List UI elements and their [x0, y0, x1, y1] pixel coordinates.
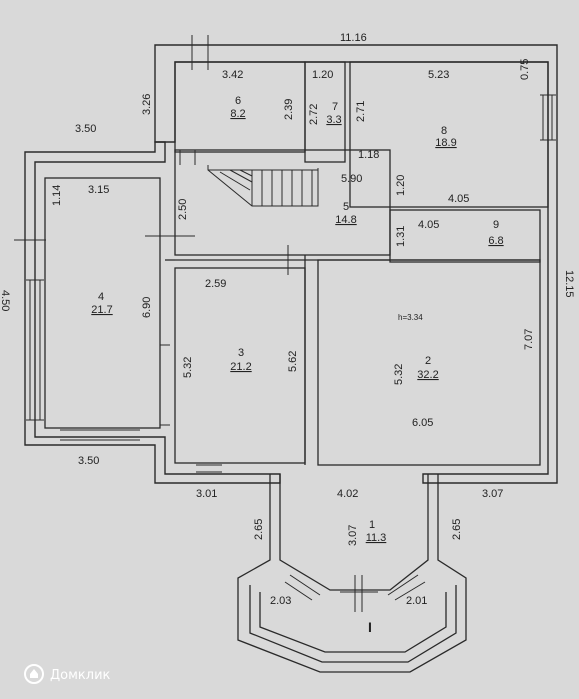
dim-r1-left: 2.65	[253, 519, 265, 540]
room-2-area: 32.2	[417, 369, 438, 381]
dim-bay-right: 2.01	[406, 595, 427, 607]
dim-right: 12.15	[563, 270, 575, 298]
room-3-area: 21.2	[230, 361, 251, 373]
porch-walls	[237, 474, 467, 673]
dim-r8-w: 5.23	[428, 69, 449, 81]
room-9-area: 6.8	[488, 235, 503, 247]
dim-r5-d2: 1.20	[395, 175, 407, 196]
dim-top: 11.16	[340, 32, 367, 44]
dim-r2-h1: 5.32	[393, 364, 405, 385]
dim-bot-right: 3.07	[482, 488, 503, 500]
room-6-no: 6	[235, 95, 241, 107]
dim-r8-side: 0.75	[519, 59, 531, 80]
watermark-text: Домклик	[50, 668, 111, 683]
room-2-no: 2	[425, 355, 431, 367]
dim-r9-w2: 4.05	[418, 219, 439, 231]
room-1-no: 1	[369, 519, 375, 531]
room-4-walls	[44, 177, 161, 429]
dim-r3-w: 2.59	[205, 278, 226, 290]
watermark: Домклик	[24, 664, 111, 684]
dim-r3-h2: 5.62	[287, 351, 299, 372]
room-labels: 6 8.2 7 3.3 8 18.9 5 14.8 9 6.8 4 21.7 3…	[91, 95, 503, 635]
porch-windows	[284, 574, 426, 612]
dim-r4-h: 6.90	[141, 297, 153, 318]
dim-r7-h2: 2.71	[355, 101, 367, 122]
dim-r2-h2: 7.07	[523, 329, 535, 350]
dim-r2-w: 6.05	[412, 417, 433, 429]
dim-r6-h: 2.39	[283, 99, 295, 120]
dim-bay-left: 2.03	[270, 595, 291, 607]
dim-r9-w1: 4.05	[448, 193, 469, 205]
dim-r7-w: 1.20	[312, 69, 333, 81]
room-1-area: 11.3	[366, 532, 387, 544]
dim-left-cut: 3.50	[75, 123, 96, 135]
windows	[14, 35, 556, 473]
room-7-no: 7	[332, 101, 338, 113]
staircase	[207, 165, 319, 207]
dim-r1-right: 2.65	[451, 519, 463, 540]
dim-r5-h: 2.50	[177, 199, 189, 220]
room-5-no: 5	[343, 201, 349, 213]
room-5-area: 14.8	[335, 214, 356, 226]
dim-r4-w: 3.15	[88, 184, 109, 196]
dim-r7-h: 2.72	[308, 104, 320, 125]
room-4-area: 21.7	[91, 304, 112, 316]
dim-r6-side: 3.26	[141, 94, 153, 115]
dim-r5-w: 5.90	[341, 173, 362, 185]
dim-r9-h: 1.31	[395, 226, 407, 247]
dim-left-outer: 4.50	[0, 290, 11, 311]
room-7-area: 3.3	[326, 114, 341, 126]
dim-r1-w: 4.02	[337, 488, 358, 500]
room-4-no: 4	[98, 291, 104, 303]
dim-r3-h1: 5.32	[182, 357, 194, 378]
floor-mark: I	[368, 619, 372, 635]
room-8-area: 18.9	[435, 137, 456, 149]
room-8-no: 8	[441, 125, 447, 137]
dim-bot-left: 3.01	[196, 488, 217, 500]
dim-r1-h: 3.07	[347, 525, 359, 546]
interior-walls	[165, 61, 549, 466]
ceiling-height: h=3.34	[398, 313, 423, 322]
dim-r5-d1: 1.18	[358, 149, 379, 161]
room-3-no: 3	[238, 347, 244, 359]
dimension-labels: 11.16 12.15 3.50 3.50 4.50 3.42 2.39 3.2…	[0, 32, 575, 607]
dim-r6-w: 3.42	[222, 69, 243, 81]
room-6-area: 8.2	[230, 108, 245, 120]
dim-left-bottom: 3.50	[78, 455, 99, 467]
dim-r4-top: 1.14	[51, 185, 63, 206]
domclick-logo-icon	[24, 664, 44, 684]
room-9-no: 9	[493, 219, 499, 231]
